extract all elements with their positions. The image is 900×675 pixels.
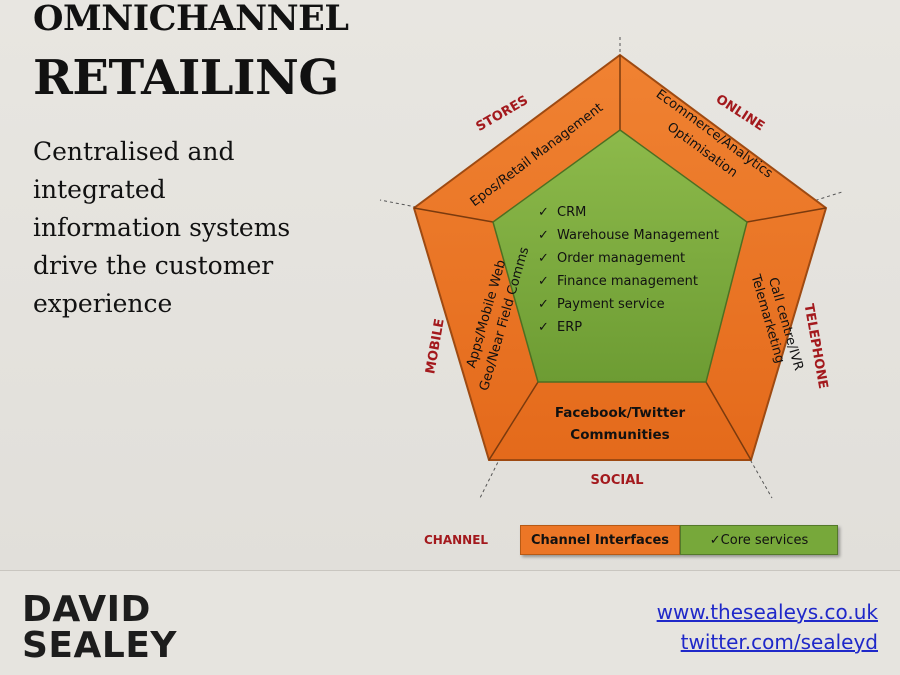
legend-channel-label: CHANNEL <box>424 533 489 547</box>
title-line-2: RETAILING <box>33 50 339 106</box>
core-service-label: ERP <box>557 320 582 335</box>
pentagon-spoke <box>488 381 539 461</box>
core-service-item: ✓ Finance management <box>538 274 698 289</box>
core-service-label: Finance management <box>557 274 698 289</box>
core-service-item: ✓ CRM <box>538 205 586 220</box>
subtitle-line: drive the customer <box>33 251 274 280</box>
legend-core-services: ✓Core services <box>680 525 838 555</box>
interface-label-social: Facebook/Twitter <box>555 405 686 421</box>
divider-line <box>479 381 539 499</box>
subtitle-line: Centralised and <box>33 137 235 166</box>
subtitle-line: information systems <box>33 213 291 242</box>
core-service-label: Warehouse Management <box>557 228 719 243</box>
channel-label-mobile: MOBILE <box>423 318 447 376</box>
omnichannel-pentagon-diagram: STORES ONLINE TELEPHONE SOCIAL MOBILE Ep… <box>379 36 843 499</box>
channel-label-telephone: TELEPHONE <box>801 303 831 390</box>
footer <box>0 570 900 675</box>
brand-line: SEALEY <box>22 625 177 666</box>
core-service-item: ✓ Order management <box>538 251 685 266</box>
pentagon-spoke <box>413 207 494 223</box>
subtitle-line: integrated <box>33 175 166 204</box>
check-mark-icon: ✓ <box>538 297 549 312</box>
check-mark-icon: ✓ <box>538 274 549 289</box>
twitter-link[interactable]: twitter.com/sealeyd <box>680 630 878 654</box>
subtitle: Centralised and integrated information s… <box>33 133 323 323</box>
check-mark-icon: ✓ <box>538 251 549 266</box>
core-service-item: ✓ Payment service <box>538 297 665 312</box>
core-service-label: CRM <box>557 205 586 220</box>
core-service-item: ✓ Warehouse Management <box>538 228 719 243</box>
channel-label-online: ONLINE <box>713 92 767 134</box>
pentagon-spoke <box>705 381 752 461</box>
core-service-label: Payment service <box>557 297 665 312</box>
title-line-1: OMNICHANNEL <box>33 0 349 39</box>
brand-line: DAVID <box>22 589 151 630</box>
interface-label-social: Communities <box>570 427 669 443</box>
core-services-pentagon <box>492 129 748 383</box>
check-mark-icon: ✓ <box>538 228 549 243</box>
core-service-item: ✓ ERP <box>538 320 582 335</box>
core-service-label: Order management <box>557 251 685 266</box>
check-mark-icon: ✓ <box>538 320 549 335</box>
channel-label-social: SOCIAL <box>590 473 643 488</box>
legend-channel-interfaces: Channel Interfaces <box>520 525 680 555</box>
website-link[interactable]: www.thesealeys.co.uk <box>656 600 878 624</box>
brand-logo: DAVID SEALEY <box>22 592 177 664</box>
pentagon-spoke <box>746 207 827 223</box>
check-mark-icon: ✓ <box>538 205 549 220</box>
subtitle-line: experience <box>33 289 173 318</box>
